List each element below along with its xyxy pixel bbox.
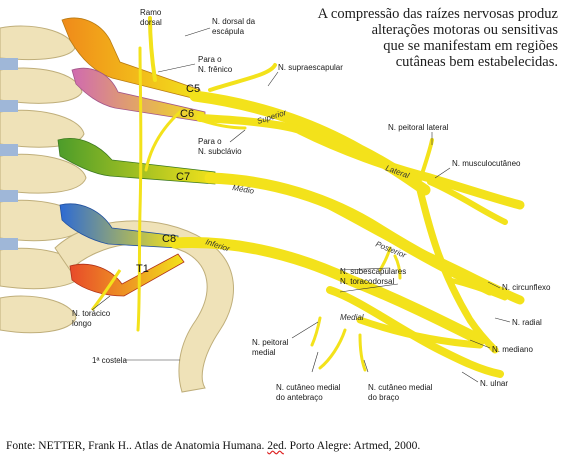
long-thoracic-nerve <box>90 269 122 311</box>
figure-caption: A compressão das raízes nervosas produz … <box>308 6 558 70</box>
brachial-plexus-figure: C5 C6 C7 C8 T1 Superior Médio Inferior L… <box>0 6 558 402</box>
cord-medial-label: Medial <box>340 313 364 322</box>
root-label-t1: T1 <box>136 263 149 275</box>
label-primeira-costela: 1ª costela <box>92 356 128 365</box>
first-rib <box>54 220 234 393</box>
label-toracodorsal: N. toracodorsal <box>340 277 394 286</box>
label-para-frenico-2: N. frênico <box>198 65 233 74</box>
label-cutaneo-antebraco-1: N. cutâneo medial <box>276 383 341 392</box>
nerve-roots <box>57 17 216 297</box>
leader-lines <box>91 27 511 383</box>
label-toracico-longo-1: N. torácico <box>72 309 111 318</box>
trunk-medio-label: Médio <box>232 183 256 196</box>
label-peitoral-lateral: N. peitoral lateral <box>388 123 449 132</box>
caption-line: cutâneas bem estabelecidas. <box>395 54 558 70</box>
source-prefix: Fonte: NETTER, Frank H.. Atlas de Anatom… <box>6 440 268 452</box>
label-ramo-dorsal-1: Ramo <box>140 8 162 17</box>
root-label-c8: C8 <box>162 233 176 245</box>
root-label-c7: C7 <box>176 171 190 183</box>
label-para-subclavio-1: Para o <box>198 137 222 146</box>
root-label-c5: C5 <box>186 83 200 95</box>
caption-line: alterações motoras ou sensitivas <box>371 22 558 38</box>
label-mediano: N. mediano <box>492 345 533 354</box>
label-supraescapular: N. supraescapular <box>278 63 343 72</box>
caption-line: que se manifestam em regiões <box>383 38 558 54</box>
label-ramo-dorsal-2: dorsal <box>140 18 162 27</box>
label-para-frenico-1: Para o <box>198 55 222 64</box>
caption-line: A compressão das raízes nervosas produz <box>317 6 558 22</box>
label-cutaneo-antebraco-2: do antebraço <box>276 393 323 402</box>
label-radial: N. radial <box>512 318 542 327</box>
label-toracico-longo-2: longo <box>72 319 92 328</box>
nerve-branches <box>136 16 525 378</box>
label-subescapulares: N. subescapulares <box>340 267 406 276</box>
label-circunflexo: N. circunflexo <box>502 283 551 292</box>
vertebral-column <box>0 25 87 334</box>
source-citation: Fonte: NETTER, Frank H.. Atlas de Anatom… <box>6 440 420 452</box>
source-edition: 2ed <box>267 440 284 452</box>
label-cutaneo-braco-2: do braço <box>368 393 400 402</box>
label-cutaneo-braco-1: N. cutâneo medial <box>368 383 433 392</box>
source-suffix: . Porto Alegre: Artmed, 2000. <box>283 440 421 452</box>
label-dorsal-escapula-1: N. dorsal da <box>212 17 256 26</box>
label-peitoral-medial-1: N. peitoral <box>252 338 289 347</box>
root-label-c6: C6 <box>180 108 194 120</box>
label-dorsal-escapula-2: escápula <box>212 27 245 36</box>
label-peitoral-medial-2: medial <box>252 348 276 357</box>
label-para-subclavio-2: N. subclávio <box>198 147 242 156</box>
label-musculocutaneo: N. musculocutâneo <box>452 159 521 168</box>
plexus-illustration: C5 C6 C7 C8 T1 Superior Médio Inferior L… <box>0 8 551 402</box>
label-ulnar: N. ulnar <box>480 379 508 388</box>
